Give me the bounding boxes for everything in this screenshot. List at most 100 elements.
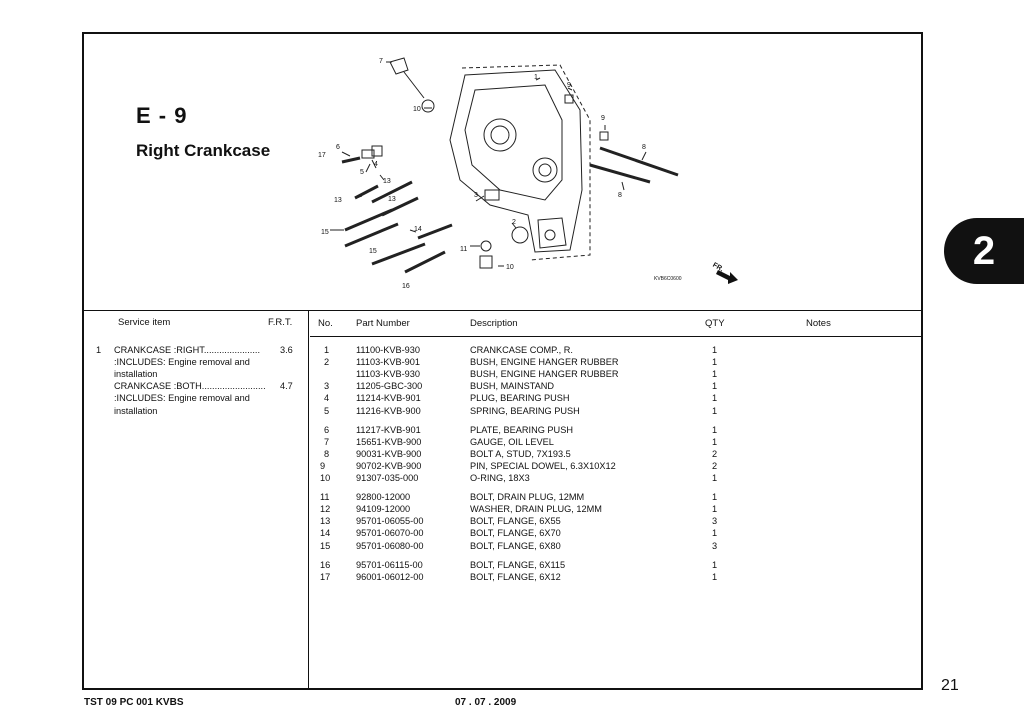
callout: 8	[618, 192, 622, 199]
frt-header: F.R.T.	[268, 317, 293, 328]
parts-row-qty: 1	[712, 357, 718, 368]
parts-row-no: 13	[320, 516, 331, 527]
notes-header: Notes	[806, 318, 831, 329]
callout: 13	[388, 196, 396, 203]
parts-row-part-number: 90031-KVB-900	[356, 448, 422, 459]
callout: 6	[336, 144, 340, 151]
parts-row-qty: 1	[712, 345, 718, 355]
divider-vertical	[308, 310, 309, 688]
parts-row-part-number: 11217-KVB-901	[356, 424, 421, 435]
parts-row-no: 16	[320, 559, 331, 570]
parts-row-description: O-RING, 18X3	[470, 473, 530, 483]
service-row-frt: 4.7	[280, 381, 293, 392]
description-header: Description	[470, 318, 518, 329]
parts-row-no: 15	[320, 540, 331, 551]
parts-row-qty: 1	[712, 473, 718, 483]
callout: 1	[534, 74, 538, 81]
parts-row-no: 10	[320, 473, 331, 483]
callout: 4	[374, 161, 378, 168]
parts-row-qty: 1	[712, 571, 718, 582]
parts-row-description: PLATE, BEARING PUSH	[470, 424, 573, 435]
parts-row-part-number: 91307-035-000	[356, 473, 419, 483]
callout: 7	[379, 58, 383, 65]
callout: 15	[369, 248, 377, 255]
chapter-tab-label: 2	[972, 228, 996, 273]
callout: 17	[318, 152, 326, 159]
no-header: No.	[318, 318, 333, 329]
diagram-ref-code: KVB6C0600	[654, 276, 682, 282]
parts-row-part-number: 95701-06080-00	[356, 540, 424, 551]
callout: 9	[567, 82, 571, 89]
parts-row-qty: 2	[712, 460, 718, 471]
parts-row-qty: 1	[712, 393, 718, 404]
page-frame	[82, 32, 923, 690]
parts-row-description: SPRING, BEARING PUSH	[470, 405, 580, 416]
parts-row-description: CRANKCASE COMP., R.	[470, 345, 573, 355]
callout: 5	[360, 169, 364, 176]
parts-row-part-number: 92800-12000	[356, 492, 411, 503]
parts-row-description: BUSH, MAINSTAND	[470, 381, 555, 392]
service-row-text: CRANKCASE :RIGHT......................	[114, 345, 261, 355]
page-number: 21	[941, 677, 959, 694]
footer-doc-code: TST 09 PC 001 KVBS	[84, 697, 184, 708]
parts-row-no: 7	[324, 436, 330, 447]
parts-row-no: 5	[324, 405, 330, 416]
service-row-text: installation	[114, 369, 158, 380]
parts-row-qty: 1	[712, 424, 718, 435]
parts-row-no: 12	[320, 504, 331, 515]
parts-row-qty: 1	[712, 504, 718, 515]
parts-row-description: PIN, SPECIAL DOWEL, 6.3X10X12	[470, 460, 616, 471]
service-row-no: 1	[96, 345, 102, 355]
parts-row-description: BOLT, DRAIN PLUG, 12MM	[470, 492, 585, 503]
parts-row-qty: 1	[712, 436, 718, 447]
parts-row-no: 8	[324, 448, 330, 459]
parts-row-no: 14	[320, 528, 331, 539]
service-row-text: installation	[114, 405, 158, 416]
parts-row-description: GAUGE, OIL LEVEL	[470, 436, 554, 447]
parts-row-qty: 1	[712, 369, 718, 380]
parts-row-description: BOLT, FLANGE, 6X12	[470, 571, 561, 582]
parts-row-no: 3	[324, 381, 330, 392]
callout: 10	[413, 106, 421, 113]
exploded-view-diagram	[330, 57, 738, 284]
parts-row-description: BOLT A, STUD, 7X193.5	[470, 448, 571, 459]
parts-row-part-number: 11100-KVB-930	[356, 345, 421, 355]
parts-row-no: 17	[320, 571, 331, 582]
parts-row-part-number: 95701-06115-00	[356, 559, 423, 570]
callout: 14	[414, 226, 422, 233]
parts-row-part-number: 96001-06012-00	[356, 571, 424, 582]
section-title: Right Crankcase	[136, 141, 271, 160]
parts-row-part-number: 95701-06055-00	[356, 516, 424, 527]
parts-row-description: BOLT, FLANGE, 6X70	[470, 528, 561, 539]
callout: 3	[474, 192, 478, 199]
parts-row-qty: 1	[712, 528, 718, 539]
parts-row-part-number: 11216-KVB-900	[356, 405, 421, 416]
service-row-text: :INCLUDES: Engine removal and	[114, 393, 250, 404]
parts-row-description: BUSH, ENGINE HANGER RUBBER	[470, 357, 619, 368]
parts-row-part-number: 11214-KVB-901	[356, 393, 421, 404]
parts-row-qty: 2	[712, 448, 718, 459]
chapter-tab: 2	[944, 218, 1024, 284]
callout: 16	[402, 283, 410, 290]
parts-row-description: PLUG, BEARING PUSH	[470, 393, 570, 404]
front-arrow-icon	[716, 270, 738, 284]
service-row-frt: 3.6	[280, 345, 293, 355]
section-code: E - 9	[136, 103, 188, 128]
parts-row-part-number: 11205-GBC-300	[356, 381, 423, 392]
service-item-header: Service item	[118, 317, 171, 328]
parts-row-description: WASHER, DRAIN PLUG, 12MM	[470, 504, 602, 515]
parts-row-no: 6	[324, 424, 330, 435]
parts-row-qty: 1	[712, 492, 718, 503]
parts-row-part-number: 95701-06070-00	[356, 528, 424, 539]
parts-row-qty: 1	[712, 405, 718, 416]
callout: 9	[601, 115, 605, 122]
parts-row-part-number: 15651-KVB-900	[356, 436, 422, 447]
parts-row-description: BOLT, FLANGE, 6X55	[470, 516, 561, 527]
service-row-text: CRANKCASE :BOTH.........................	[114, 381, 266, 392]
callout: 11	[460, 246, 468, 253]
parts-row-qty: 1	[712, 381, 718, 392]
callout: 15	[321, 229, 329, 236]
parts-row-description: BOLT, FLANGE, 6X115	[470, 559, 566, 570]
parts-row-qty: 3	[712, 540, 718, 551]
qty-header: QTY	[705, 318, 725, 329]
